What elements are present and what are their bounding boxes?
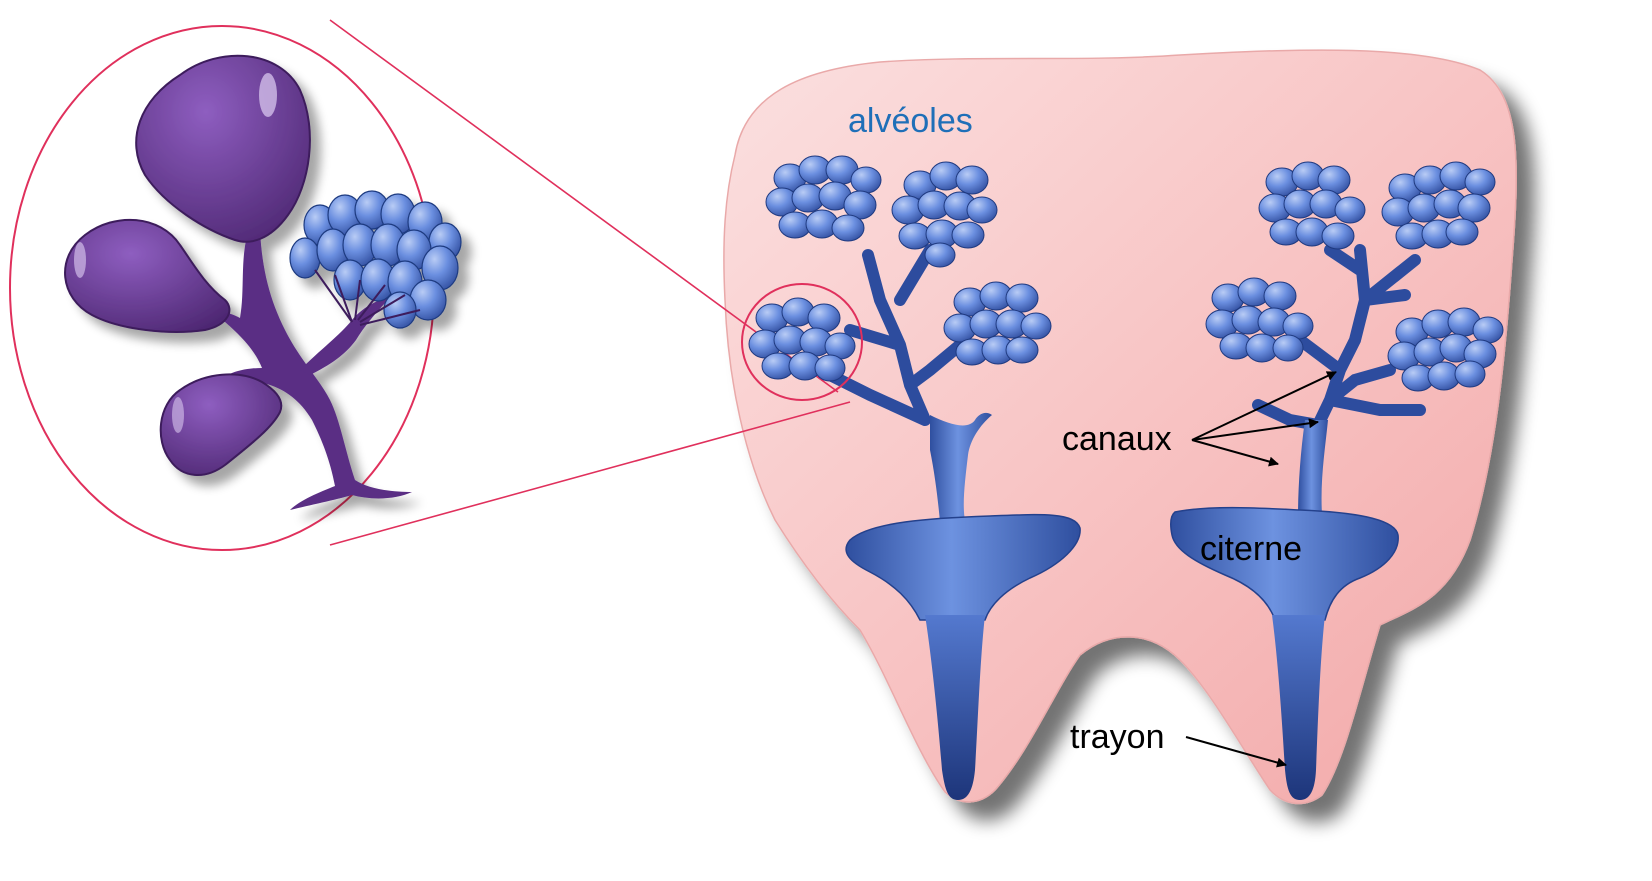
alveole-cluster-left-mid	[944, 282, 1051, 365]
label-canaux: canaux	[1062, 420, 1172, 458]
alveole-cluster-left-top	[766, 156, 881, 241]
label-trayon: trayon	[1070, 718, 1165, 756]
lobe-highlight	[259, 73, 277, 117]
lobe-highlight	[172, 397, 184, 433]
label-alveoles: alvéoles	[848, 102, 973, 140]
label-citerne: citerne	[1200, 530, 1302, 568]
lobe-highlight	[74, 242, 86, 278]
alveole-cluster-right-topleft	[1259, 162, 1365, 249]
